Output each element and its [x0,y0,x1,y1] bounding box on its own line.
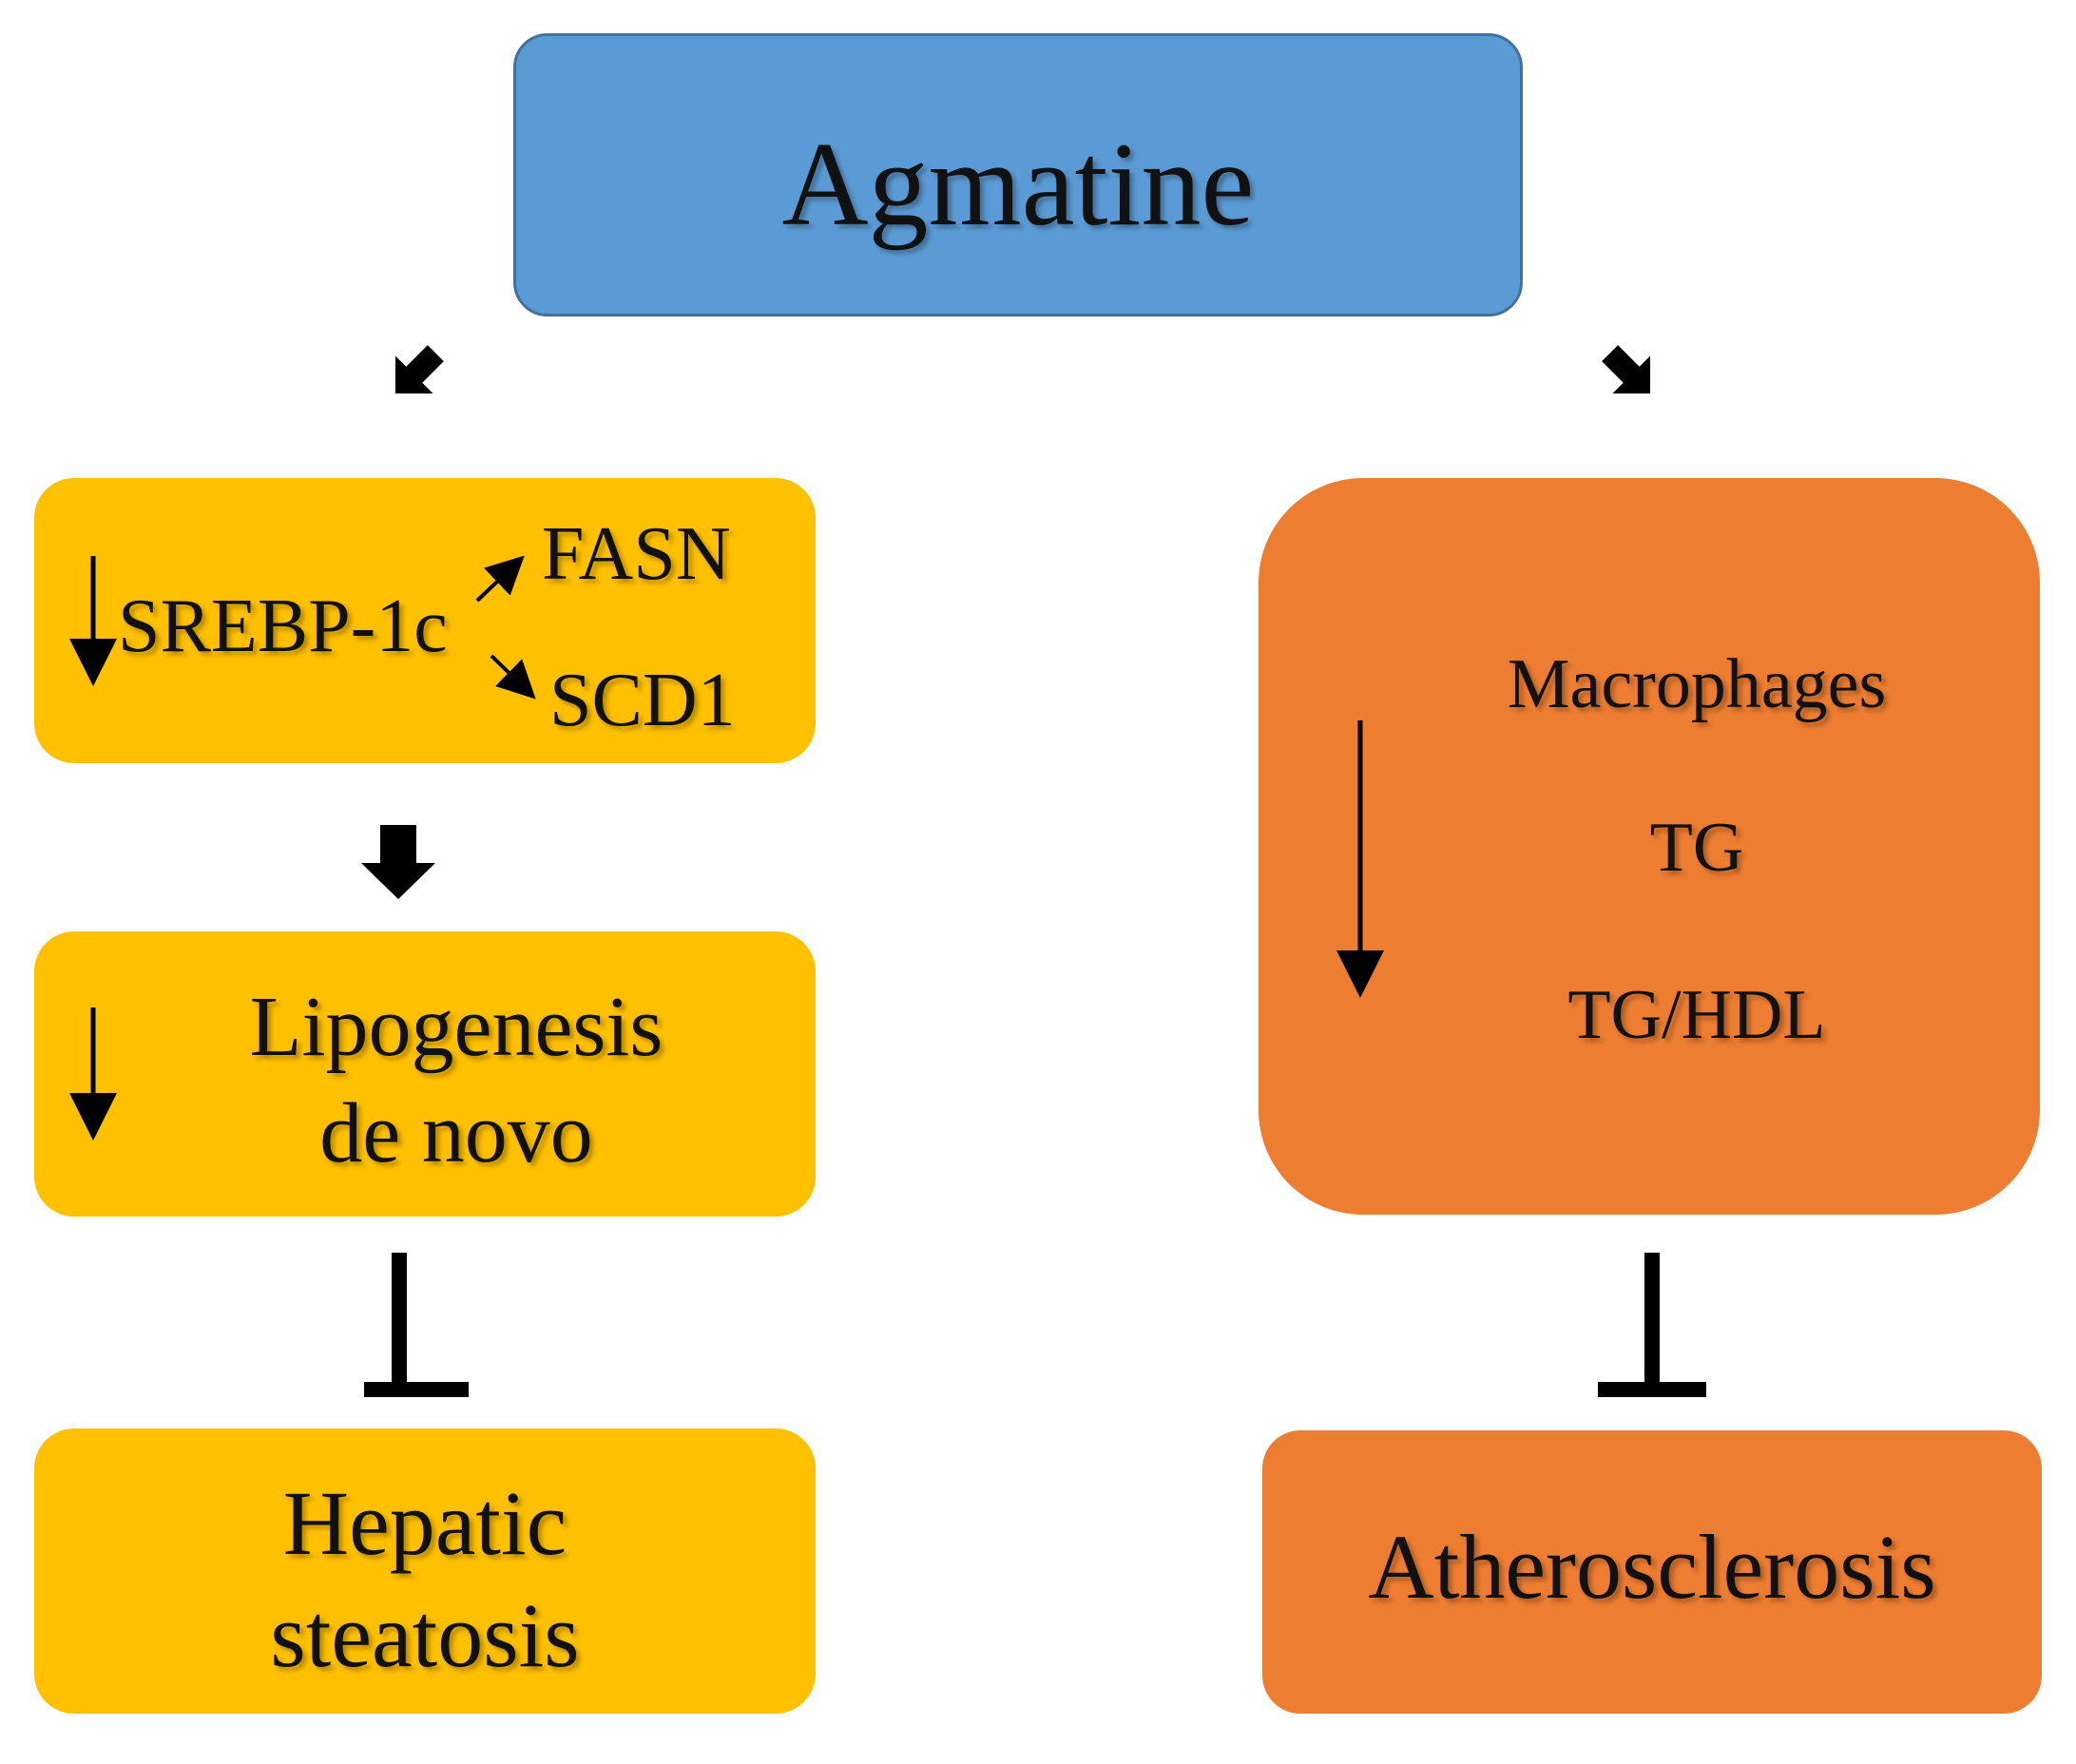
diagonal-arrow-left-icon [394,345,444,394]
down-arrow-icon [361,825,435,899]
de-novo-label: de novo [319,1086,593,1180]
atherosclerosis-label: Atherosclerosis [1368,1516,1936,1618]
agmatine-label: Agmatine [781,119,1255,251]
fasn-label: FASN [542,512,731,596]
hepatic-steatosis-box: Hepatic steatosis [34,1428,816,1714]
lipogenesis-box: Lipogenesis de novo [34,931,816,1217]
diagonal-arrow-right-icon [1602,345,1651,394]
inhibition-icon-right [1598,1253,1706,1397]
srebp-label: SREBP-1c [118,585,448,668]
tg-hdl-label: TG/HDL [1567,976,1826,1054]
srebp-box: SREBP-1c FASN SCD1 [34,478,816,763]
hepatic-label: Hepatic [282,1472,567,1574]
steatosis-label: steatosis [270,1584,580,1686]
macrophages-box: Macrophages TG TG/HDL [1259,478,2040,1215]
macrophages-label: Macrophages [1507,645,1887,723]
inhibition-icon-left [364,1253,469,1397]
scd1-label: SCD1 [549,659,736,742]
agmatine-box: Agmatine [513,33,1523,316]
tg-label: TG [1649,809,1744,887]
lipogenesis-label: Lipogenesis [249,980,663,1074]
atherosclerosis-box: Atherosclerosis [1262,1430,2042,1714]
